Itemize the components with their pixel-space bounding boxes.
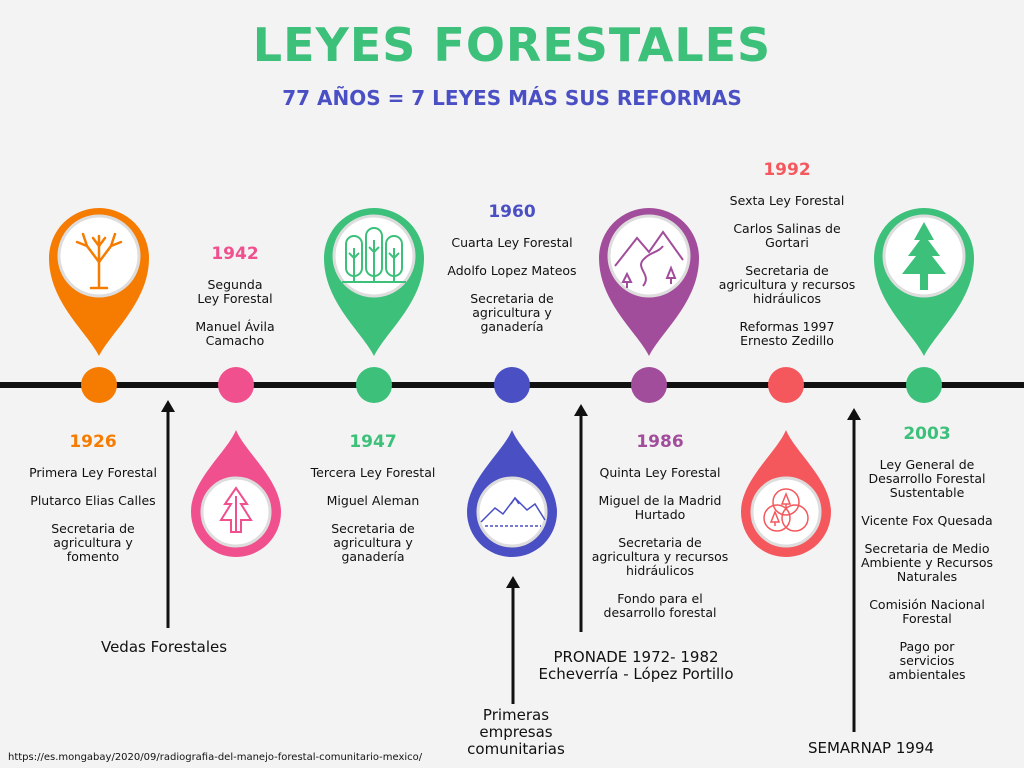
fir-tree-icon bbox=[902, 222, 946, 290]
timeline-dot-1960 bbox=[494, 367, 530, 403]
milestone-vedas: Vedas Forestales bbox=[100, 638, 228, 656]
pin-1986 bbox=[599, 208, 699, 356]
event-year: 1960 bbox=[488, 202, 536, 222]
milestone-pronade: PRONADE 1972- 1982 Echeverría - López Po… bbox=[538, 648, 734, 683]
forest-icon bbox=[342, 227, 406, 283]
timeline-dot-1986 bbox=[631, 367, 667, 403]
timeline-dot-1992 bbox=[768, 367, 804, 403]
event-year: 1947 bbox=[349, 432, 397, 452]
drop-1992 bbox=[741, 430, 831, 557]
event-1986: 1986 Quinta Ley Forestal Miguel de la Ma… bbox=[580, 432, 740, 620]
event-1942: 1942 Segunda Ley Forestal Manuel Ávila C… bbox=[180, 244, 290, 348]
event-secretariat: Secretaria de Medio Ambiente y Recursos … bbox=[860, 541, 994, 584]
arrow-pronade bbox=[574, 404, 588, 632]
event-fund: Fondo para el desarrollo forestal bbox=[603, 591, 717, 620]
event-law: Segunda Ley Forestal bbox=[197, 277, 273, 306]
milestone-semarnap: SEMARNAP 1994 bbox=[807, 739, 935, 757]
drop-1942 bbox=[191, 430, 281, 557]
event-1992: 1992 Sexta Ley Forestal Carlos Salinas d… bbox=[712, 160, 862, 348]
arrow-vedas bbox=[161, 400, 175, 628]
event-law: Tercera Ley Forestal bbox=[310, 465, 436, 480]
event-secretariat: Secretaria de agricultura y fomento bbox=[51, 521, 135, 564]
timeline-dot-1926 bbox=[81, 367, 117, 403]
event-president: Plutarco Elias Calles bbox=[30, 493, 156, 508]
drop-1960 bbox=[467, 430, 557, 557]
page-subtitle: 77 AÑOS = 7 LEYES MÁS SUS REFORMAS bbox=[282, 86, 742, 110]
event-2003: 2003 Ley General de Desarrollo Forestal … bbox=[852, 424, 1002, 682]
event-1926: 1926 Primera Ley Forestal Plutarco Elias… bbox=[18, 432, 168, 564]
venn-forest-icon bbox=[763, 488, 809, 532]
event-law: Primera Ley Forestal bbox=[29, 465, 157, 480]
arrow-empresas bbox=[506, 576, 520, 704]
event-law: Cuarta Ley Forestal bbox=[451, 235, 573, 250]
event-payment: Pago por servicios ambientales bbox=[888, 639, 966, 682]
event-president: Carlos Salinas de Gortari bbox=[733, 221, 841, 250]
event-president: Vicente Fox Quesada bbox=[861, 513, 993, 528]
event-president: Miguel de la Madrid Hurtado bbox=[598, 493, 722, 522]
event-year: 1992 bbox=[763, 160, 811, 180]
event-secretariat: Secretaria de agricultura y recursos hid… bbox=[718, 263, 856, 306]
mountain-road-icon bbox=[614, 230, 684, 288]
event-year: 1986 bbox=[636, 432, 684, 452]
event-law: Ley General de Desarrollo Forestal Suste… bbox=[868, 457, 986, 500]
event-secretariat: Secretaria de agricultura y recursos hid… bbox=[591, 535, 729, 578]
event-secretariat: Secretaria de agricultura y ganadería bbox=[470, 291, 554, 334]
event-law: Sexta Ley Forestal bbox=[729, 193, 845, 208]
milestone-empresas: Primeras empresas comunitarias bbox=[467, 706, 565, 758]
timeline-dot-1942 bbox=[218, 367, 254, 403]
source-url: https://es.mongabay/2020/09/radiografia-… bbox=[8, 752, 423, 763]
event-president: Manuel Ávila Camacho bbox=[195, 319, 275, 348]
pin-1926 bbox=[49, 208, 149, 356]
event-commission: Comisión Nacional Forestal bbox=[869, 597, 985, 626]
event-reform: Reformas 1997 Ernesto Zedillo bbox=[739, 319, 835, 348]
pin-1947 bbox=[324, 208, 424, 356]
timeline-dot-1947 bbox=[356, 367, 392, 403]
event-year: 2003 bbox=[903, 424, 951, 444]
event-1960: 1960 Cuarta Ley Forestal Adolfo Lopez Ma… bbox=[437, 202, 587, 334]
event-year: 1942 bbox=[211, 244, 259, 264]
bare-tree-icon bbox=[75, 232, 123, 290]
arrow-semarnap bbox=[847, 408, 861, 732]
pin-2003 bbox=[874, 208, 974, 356]
mountains-icon bbox=[480, 496, 546, 527]
event-year: 1926 bbox=[69, 432, 117, 452]
event-president: Adolfo Lopez Mateos bbox=[447, 263, 577, 278]
pine-tree-icon bbox=[219, 486, 253, 533]
event-president: Miguel Aleman bbox=[326, 493, 420, 508]
event-secretariat: Secretaria de agricultura y ganadería bbox=[331, 521, 415, 564]
page-title: LEYES FORESTALES bbox=[252, 18, 772, 72]
timeline-dot-2003 bbox=[906, 367, 942, 403]
event-law: Quinta Ley Forestal bbox=[599, 465, 721, 480]
event-1947: 1947 Tercera Ley Forestal Miguel Aleman … bbox=[298, 432, 448, 564]
